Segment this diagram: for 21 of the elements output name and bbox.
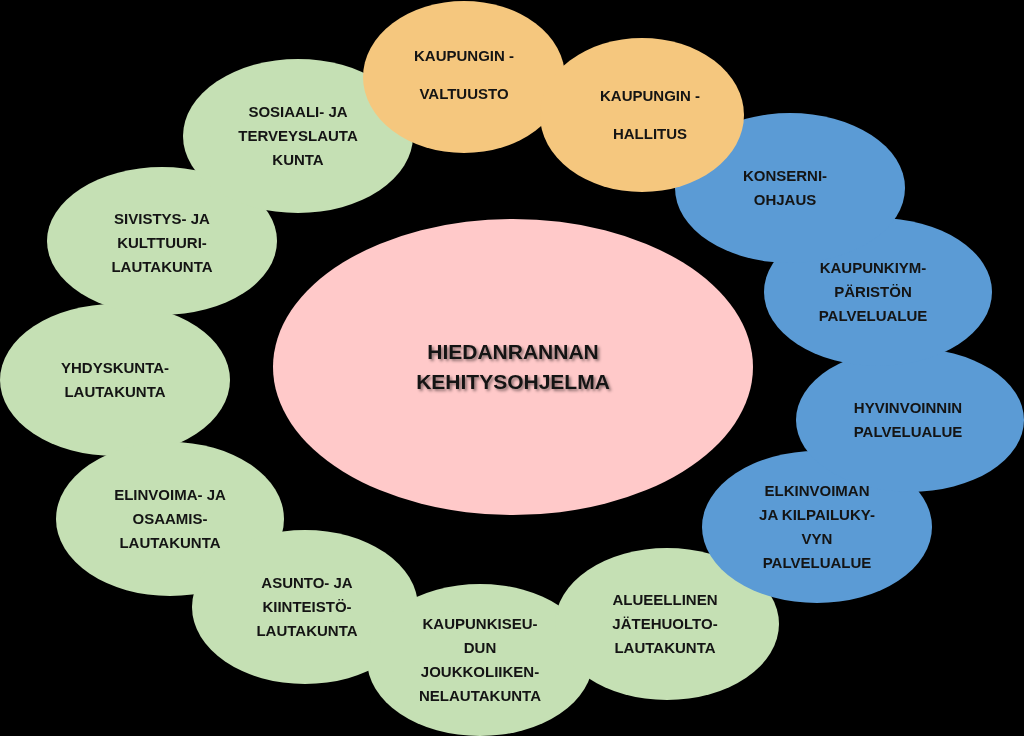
node-label: ALUEELLINEN JÄTEHUOLTO- LAUTAKUNTA — [611, 590, 719, 658]
ellipse-node — [0, 304, 230, 456]
ellipse-node — [363, 1, 565, 153]
node-label: ELKINVOIMAN JA KILPAILUKY- VYN PALVELUALUE — [758, 481, 876, 573]
ellipse-node — [764, 218, 992, 366]
node-label: ASUNTO- JA KIINTEISTÖ- LAUTAKUNTA — [255, 573, 359, 641]
ellipse-node — [47, 167, 277, 315]
node-label: KAUPUNKIYM- PÄRISTÖN PALVELUALUE — [817, 258, 929, 326]
node-label: KAUPUNGIN - VALTUUSTO — [413, 46, 515, 104]
node-label: ELINVOIMA- JA OSAAMIS- LAUTAKUNTA — [113, 485, 227, 553]
node-label: SOSIAALI- JA TERVEYSLAUTA KUNTA — [237, 102, 359, 170]
node-label: SIVISTYS- JA KULTTUURI- LAUTAKUNTA — [110, 209, 214, 277]
ellipse-node — [540, 38, 744, 192]
ellipse-node — [183, 59, 413, 213]
node-label: YHDYSKUNTA- LAUTAKUNTA — [59, 358, 171, 402]
node-label: HYVINVOINNIN PALVELUALUE — [852, 398, 964, 442]
node-label: KAUPUNKISEU- DUN JOUKKOLIIKEN- NELAUTAKUNTA — [418, 614, 542, 706]
node-label: KONSERNI- OHJAUS — [741, 166, 829, 210]
center-ellipse — [273, 219, 753, 515]
node-label: KAUPUNGIN - HALLITUS — [599, 86, 701, 144]
center-title: HIEDANRANNAN KEHITYSOHJELMA — [415, 339, 611, 395]
